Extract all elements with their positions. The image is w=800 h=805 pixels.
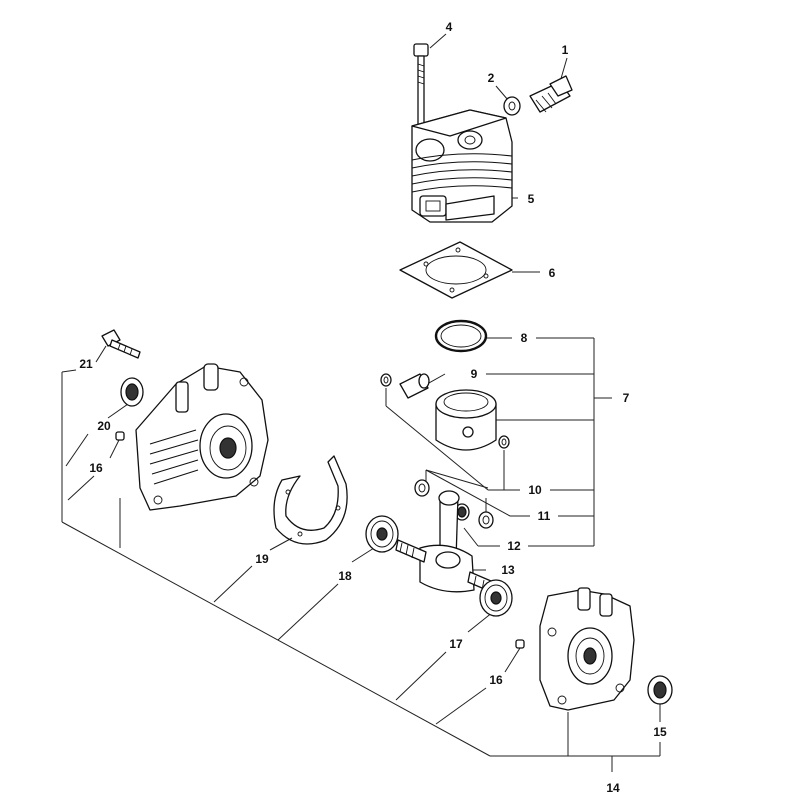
callout-7: 7 [623, 391, 630, 405]
oil-seal-right-part [647, 675, 673, 705]
callout-19: 19 [255, 552, 269, 566]
piston-ring-part [434, 319, 488, 353]
callout-20: 20 [97, 419, 111, 433]
cylinder-gasket-part [399, 241, 513, 299]
cylinder-part [411, 109, 513, 223]
callout-10: 10 [528, 483, 542, 497]
callout-1: 1 [562, 43, 569, 57]
crankshaft-part [395, 490, 499, 595]
callout-16-right: 16 [489, 673, 503, 687]
dowel-pin-left-part [115, 431, 125, 441]
callout-12: 12 [507, 539, 521, 553]
main-bearing-right-part [479, 579, 513, 617]
piston-part [435, 389, 497, 451]
thrust-washer-right-part [478, 511, 494, 529]
callout-18: 18 [338, 569, 352, 583]
circlip-right-part [498, 435, 510, 449]
oil-seal-left-part [120, 377, 144, 407]
callout-4: 4 [446, 20, 453, 34]
callout-13: 13 [501, 563, 515, 577]
main-bearing-left-part [365, 515, 399, 553]
crankcase-left-half-part [135, 363, 269, 511]
decompression-valve-part [529, 75, 573, 113]
callout-5: 5 [528, 192, 535, 206]
needle-bearing-part [454, 503, 470, 521]
dowel-pin-right-part [515, 639, 525, 649]
crankcase-right-half-part [539, 587, 635, 711]
crankcase-bolt-part [101, 329, 141, 359]
callout-labels: 1 2 4 5 6 7 8 9 10 11 12 13 14 15 16 16 … [79, 20, 667, 795]
callout-8: 8 [521, 331, 528, 345]
callout-9: 9 [471, 367, 478, 381]
circlip-left-part [380, 373, 392, 387]
callout-2: 2 [488, 71, 495, 85]
callout-21: 21 [79, 357, 93, 371]
callout-16-left: 16 [89, 461, 103, 475]
crankcase-gasket-part [273, 455, 348, 545]
callout-6: 6 [549, 266, 556, 280]
thrust-washer-left-part [414, 479, 430, 497]
decompression-washer-part [503, 96, 521, 116]
callout-17: 17 [449, 637, 463, 651]
piston-pin-part [399, 373, 430, 399]
callout-15: 15 [653, 725, 667, 739]
callout-11: 11 [538, 509, 551, 523]
leader-lines [61, 33, 661, 772]
callout-14: 14 [606, 781, 620, 795]
